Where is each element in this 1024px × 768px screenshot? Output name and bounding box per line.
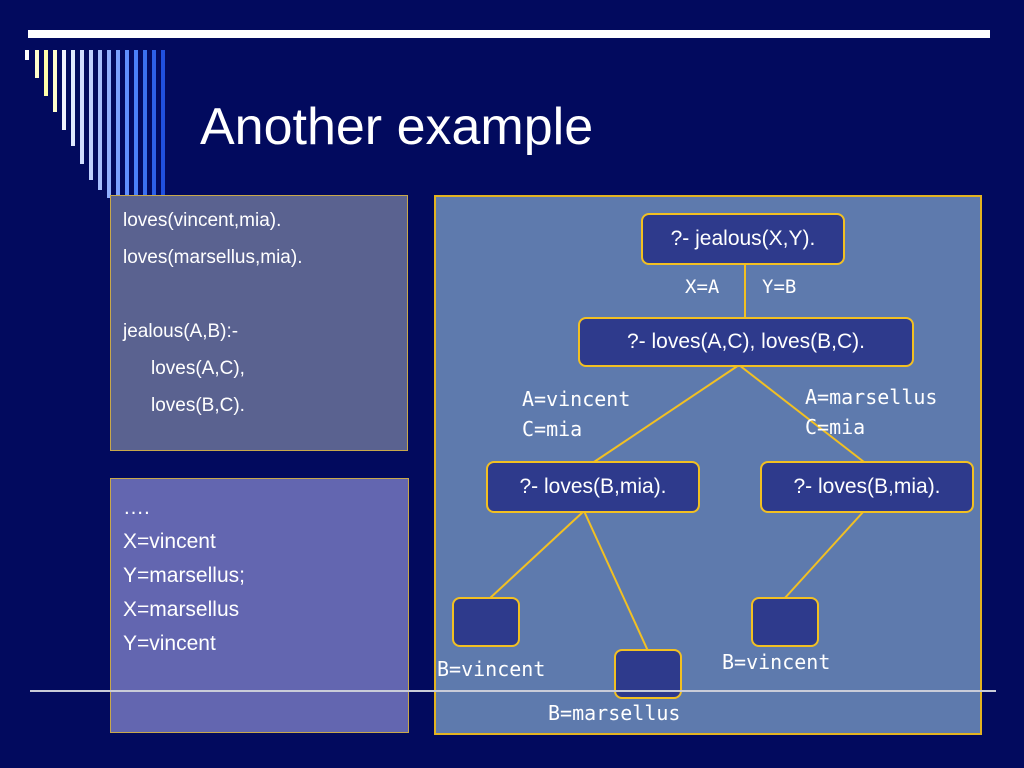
branch-label-left-line: C=mia	[522, 417, 583, 441]
edge-right-leaf	[783, 510, 865, 600]
top-rule	[28, 30, 990, 38]
tree-leaf-left-a	[452, 597, 520, 647]
program-line: jealous(A,B):-	[123, 321, 239, 342]
branch-label-right: A=marsellus C=mia	[805, 382, 937, 442]
edge-label-x: X=A	[685, 276, 720, 298]
tree-edges	[488, 265, 865, 652]
edge-level1-left	[593, 364, 740, 463]
edge-label-y: Y=B	[762, 276, 797, 298]
bottom-rule	[30, 690, 996, 692]
program-line: loves(vincent,mia).	[123, 210, 282, 231]
slide-title: Another example	[200, 98, 594, 156]
edge-left-leaf-a	[488, 510, 585, 600]
tree-node-root: ?- jealous(X,Y).	[641, 213, 845, 265]
program-line: loves(A,C),	[151, 358, 245, 379]
program-line	[123, 276, 395, 313]
result-line: Y=vincent	[123, 632, 216, 655]
edge-left-leaf-b	[583, 510, 649, 652]
branch-label-left-line: A=vincent	[522, 387, 631, 411]
tree-node-level1: ?- loves(A,C), loves(B,C).	[578, 317, 914, 367]
program-box: loves(vincent,mia). loves(marsellus,mia)…	[110, 195, 408, 451]
branch-label-left: A=vincent C=mia	[522, 384, 630, 444]
tree-leaf-right	[751, 597, 819, 647]
result-line: Y=marsellus;	[123, 564, 245, 587]
result-line: X=marsellus	[123, 598, 240, 621]
tree-node-right-goal: ?- loves(B,mia).	[760, 461, 974, 513]
decorative-bars	[25, 50, 165, 216]
branch-label-right-line: C=mia	[805, 415, 866, 439]
leaf-label-right: B=vincent	[722, 650, 831, 674]
results-box: …. X=vincent Y=marsellus; X=marsellus Y=…	[110, 478, 409, 733]
edge-level1-right	[738, 364, 865, 463]
tree-node-left-goal: ?- loves(B,mia).	[486, 461, 700, 513]
program-line: loves(B,C).	[151, 395, 245, 416]
branch-label-right-line: A=marsellus	[805, 385, 938, 409]
leaf-label-left-a: B=vincent	[437, 657, 546, 681]
leaf-label-left-b: B=marsellus	[548, 701, 681, 725]
result-line: X=vincent	[123, 530, 216, 553]
program-line: loves(marsellus,mia).	[123, 247, 303, 268]
result-line: ….	[123, 496, 150, 519]
